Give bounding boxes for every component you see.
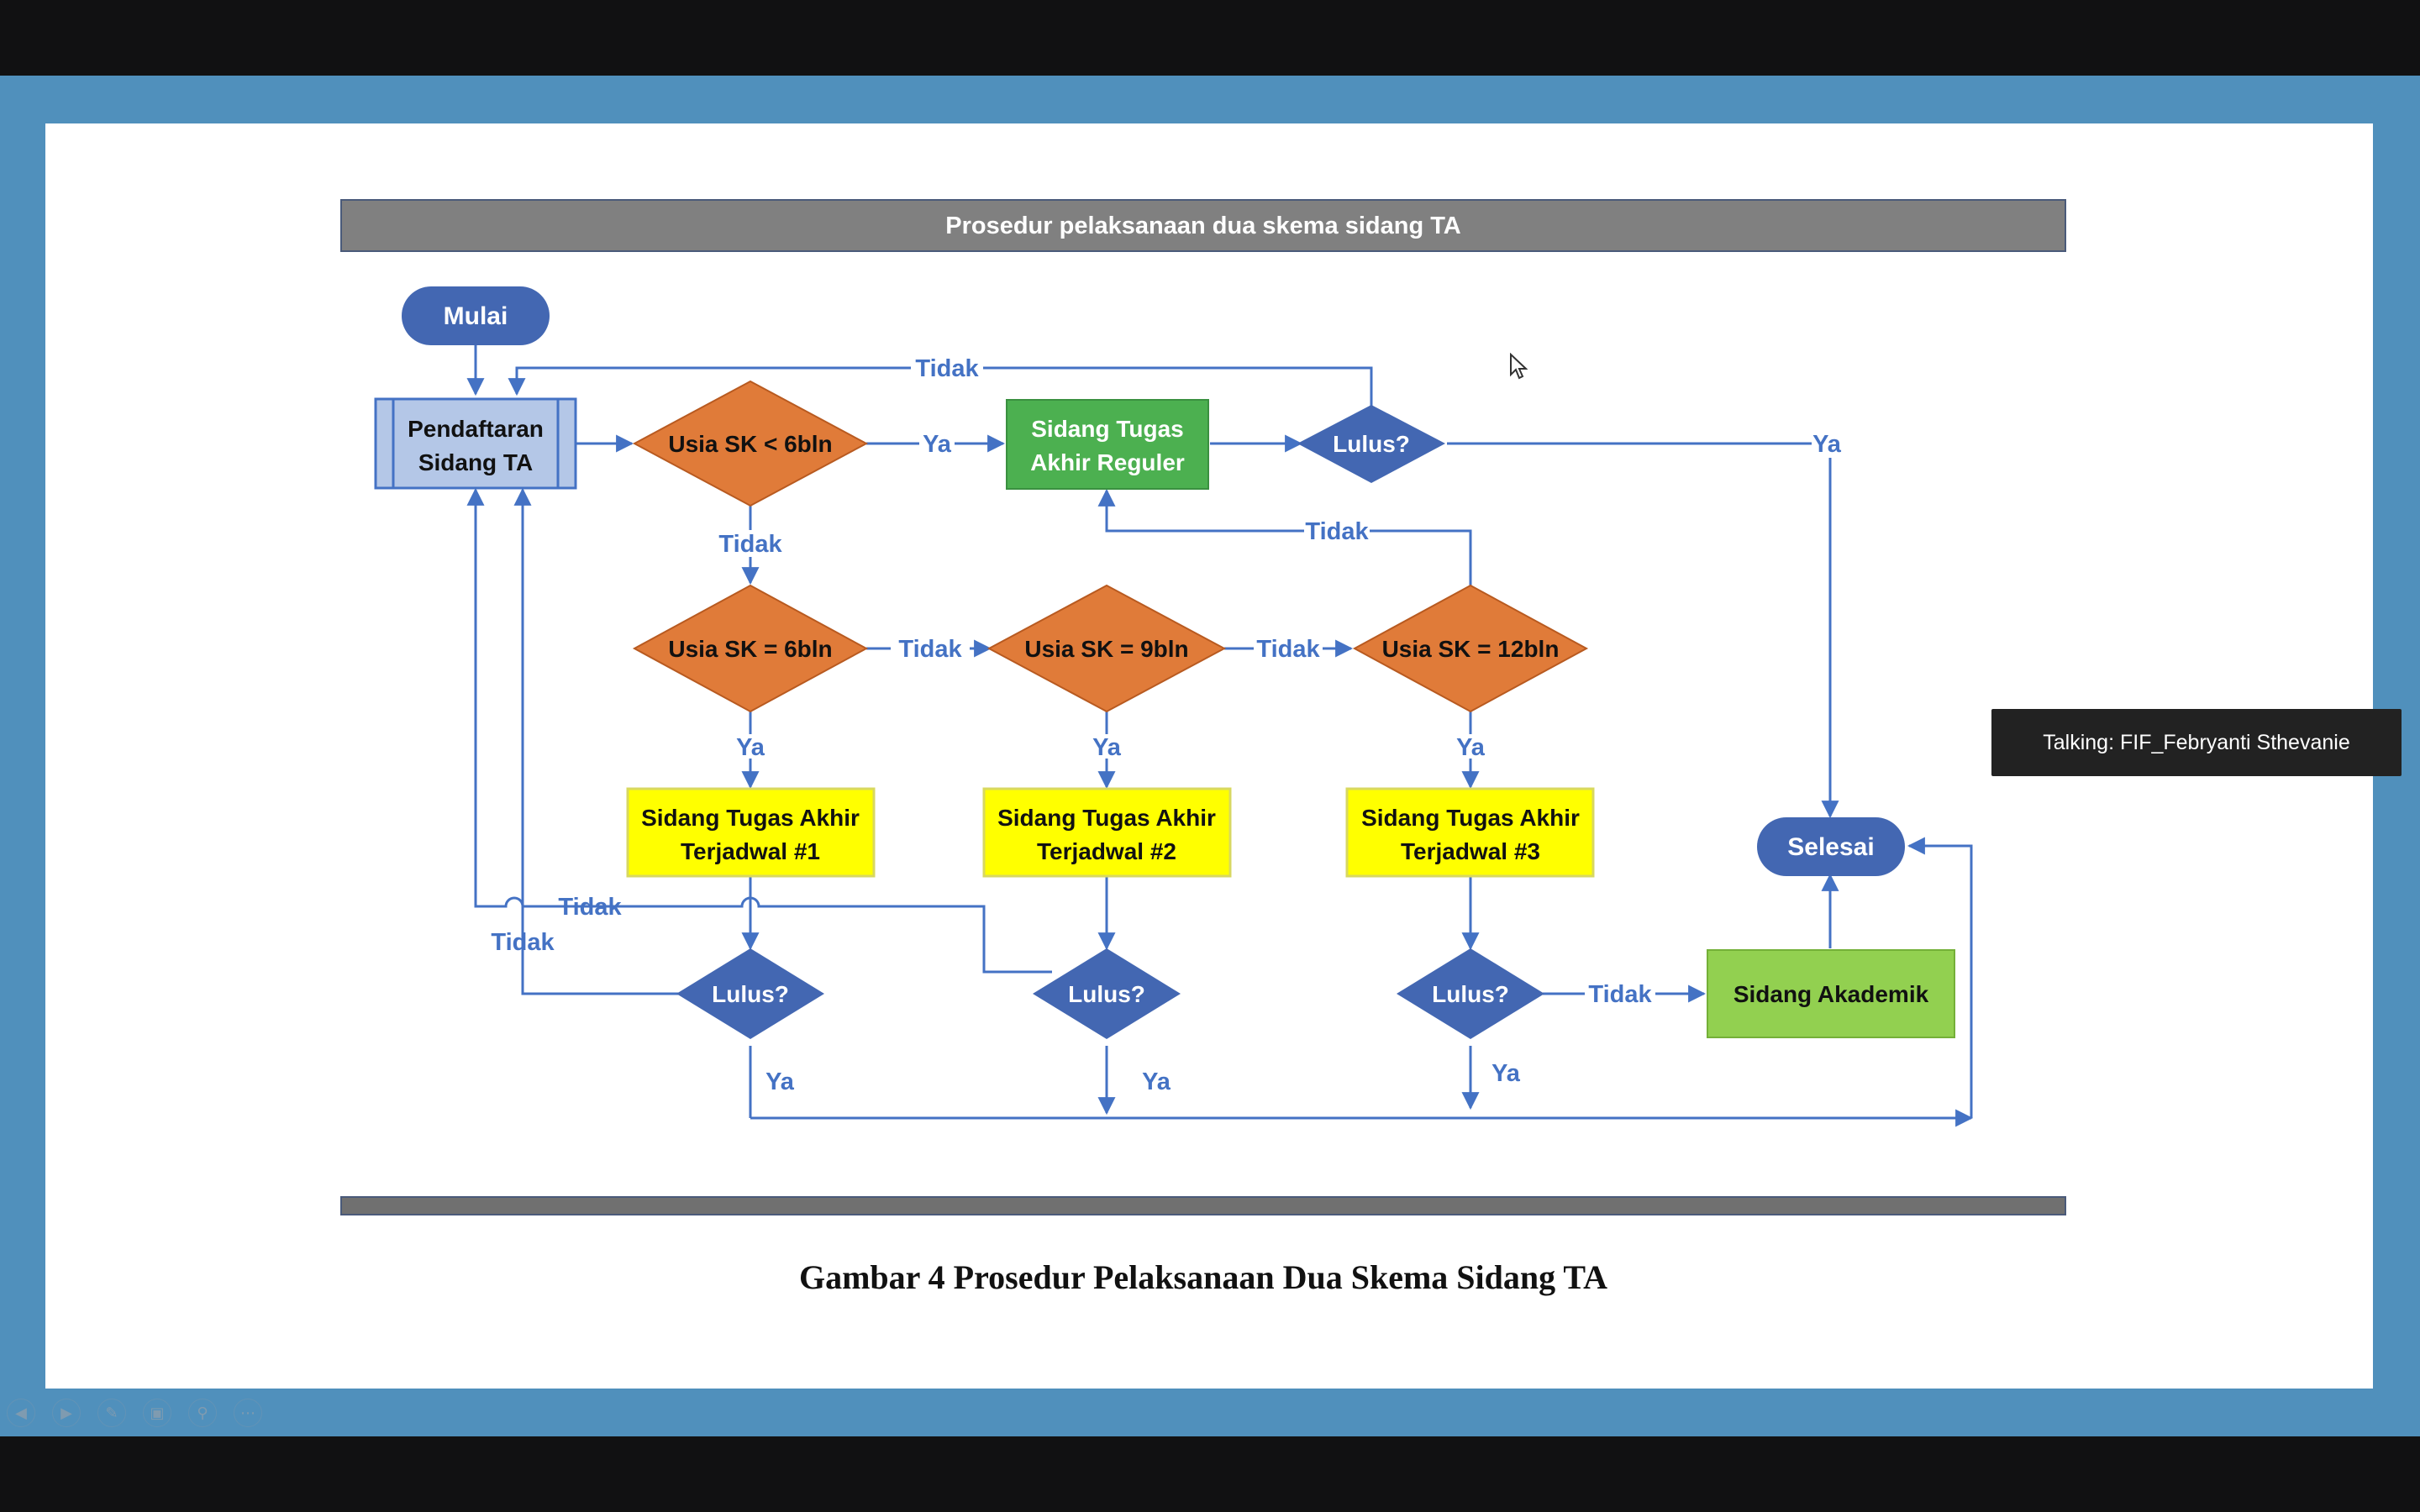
label-ya: Ya xyxy=(923,431,952,458)
decision-pass-2 xyxy=(1033,948,1181,1039)
start-terminal xyxy=(402,286,550,345)
sched3-line2: Terjadwal #3 xyxy=(1401,838,1540,864)
decision-usia-eq9-label: Usia SK = 9bln xyxy=(1024,636,1188,662)
edge-eq12-tidak xyxy=(1370,529,1472,585)
decision-usia-eq9 xyxy=(986,584,1227,713)
label-ya: Ya xyxy=(1092,734,1122,761)
decision-usia-lt6 xyxy=(632,380,869,507)
decision-pass-3-label: Lulus? xyxy=(1432,981,1509,1007)
label-tidak: Tidak xyxy=(1305,518,1369,545)
presentation-slide: Prosedur pelaksanaan dua skema sidang TA… xyxy=(45,123,2373,1389)
label-tidak: Tidak xyxy=(558,894,622,921)
decision-usia-eq12-label: Usia SK = 12bln xyxy=(1382,636,1560,662)
talking-indicator: Talking: FIF_Febryanti Sthevanie xyxy=(1991,709,2402,776)
sched2-line1: Sidang Tugas Akhir xyxy=(997,805,1216,831)
sched1-line2: Terjadwal #1 xyxy=(681,838,820,864)
regular-session-box xyxy=(1006,399,1209,490)
footer-bar xyxy=(340,1196,2066,1215)
zoom-icon[interactable]: ⚲ xyxy=(188,1399,217,1427)
sched3-line1: Sidang Tugas Akhir xyxy=(1361,805,1580,831)
decision-usia-eq6 xyxy=(632,584,869,713)
decision-usia-eq6-label: Usia SK = 6bln xyxy=(668,636,832,662)
start-label: Mulai xyxy=(444,302,508,330)
connectors xyxy=(466,345,1974,1127)
label-ya: Ya xyxy=(1491,1060,1521,1087)
edge-pass2-tidak xyxy=(466,487,1052,974)
prev-icon[interactable]: ◀ xyxy=(7,1399,35,1427)
scheduled-session-1 xyxy=(626,787,876,878)
slides-icon[interactable]: ▣ xyxy=(143,1399,171,1427)
label-tidak: Tidak xyxy=(915,355,979,382)
registration-box xyxy=(374,397,577,490)
edge-eq12-tidak-b xyxy=(1097,488,1304,533)
mouse-cursor-icon xyxy=(1509,352,1528,384)
label-tidak: Tidak xyxy=(718,531,782,558)
end-label: Selesai xyxy=(1787,833,1874,861)
registration-line2: Sidang TA xyxy=(418,449,533,475)
label-ya: Ya xyxy=(765,1068,795,1095)
top-black-bar xyxy=(0,0,2420,76)
academic-session-box xyxy=(1707,949,1955,1038)
academic-session-label: Sidang Akademik xyxy=(1733,981,1929,1007)
header-bar xyxy=(340,199,2066,252)
label-tidak: Tidak xyxy=(1256,636,1320,663)
decision-pass-1-label: Lulus? xyxy=(712,981,789,1007)
label-ya: Ya xyxy=(1812,431,1842,458)
label-ya: Ya xyxy=(736,734,765,761)
edge-pass-top-retry-b xyxy=(508,366,911,396)
flowchart-diagram: Prosedur pelaksanaan dua skema sidang TA… xyxy=(340,199,2066,1296)
edge-right-return xyxy=(1907,837,1973,1118)
decision-pass-2-label: Lulus? xyxy=(1068,981,1145,1007)
label-tidak: Tidak xyxy=(491,929,555,956)
label-tidak: Tidak xyxy=(898,636,962,663)
slide-control-bar: ◀ ▶ ✎ ▣ ⚲ ⋯ xyxy=(7,1398,262,1428)
next-icon[interactable]: ▶ xyxy=(52,1399,81,1427)
decision-usia-lt6-label: Usia SK < 6bln xyxy=(668,431,832,457)
registration-line1: Pendaftaran xyxy=(408,416,544,442)
scheduled-session-3 xyxy=(1345,787,1595,878)
scheduled-session-2 xyxy=(982,787,1232,878)
figure-caption: Gambar 4 Prosedur Pelaksanaan Dua Skema … xyxy=(799,1258,1607,1296)
bottom-black-bar xyxy=(0,1436,2420,1512)
header-title: Prosedur pelaksanaan dua skema sidang TA xyxy=(945,213,1461,239)
more-icon[interactable]: ⋯ xyxy=(234,1399,262,1427)
label-ya: Ya xyxy=(1456,734,1486,761)
end-terminal xyxy=(1757,817,1905,876)
edge-labels: Tidak Ya Ya Tidak Tidak Tidak Tidak Ya Y… xyxy=(491,355,1841,1095)
label-ya: Ya xyxy=(1142,1068,1171,1095)
regular-line1: Sidang Tugas xyxy=(1031,416,1184,442)
label-tidak: Tidak xyxy=(1588,981,1652,1008)
sched1-line1: Sidang Tugas Akhir xyxy=(641,805,860,831)
decision-pass-3 xyxy=(1397,948,1544,1039)
decision-usia-eq12 xyxy=(1352,584,1589,713)
regular-line2: Akhir Reguler xyxy=(1030,449,1185,475)
decision-pass-top-label: Lulus? xyxy=(1333,431,1410,457)
pen-icon[interactable]: ✎ xyxy=(97,1399,126,1427)
sched2-line2: Terjadwal #2 xyxy=(1037,838,1176,864)
edge-pass1-tidak xyxy=(513,487,679,995)
decision-pass-1 xyxy=(676,948,824,1039)
talking-indicator-text: Talking: FIF_Febryanti Sthevanie xyxy=(2043,730,2350,754)
decision-pass-top xyxy=(1297,405,1445,483)
